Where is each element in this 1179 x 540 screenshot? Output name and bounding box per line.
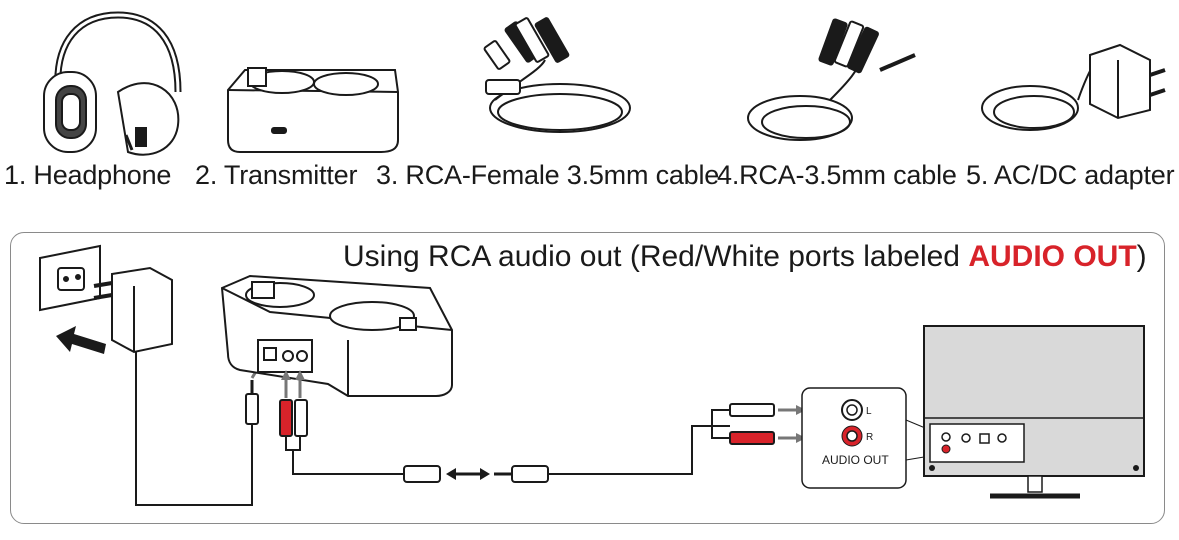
port-right-label: R [866, 432, 873, 443]
tv-illustration [923, 325, 1145, 499]
panel-title-prefix: Using RCA audio out (Red/White ports lab… [343, 240, 969, 273]
panel-title: Using RCA audio out (Red/White ports lab… [343, 240, 1147, 274]
port-left-label: L [866, 406, 872, 417]
caption-ac-dc-adapter: 5. AC/DC adapter [966, 160, 1175, 190]
panel-title-suffix: ) [1136, 240, 1147, 273]
headphone-illustration [43, 11, 182, 156]
panel-title-highlight: AUDIO OUT [968, 240, 1137, 273]
adapter-plugged-illustration [93, 266, 173, 354]
transmitter-illustration [227, 67, 399, 153]
female-35mm-connector-icon [403, 465, 441, 483]
tv-rca-plug-white-icon [729, 403, 775, 417]
rca-female-cable-illustration [483, 17, 631, 133]
transmitter-rear-illustration [220, 274, 453, 397]
connection-panel [10, 232, 1165, 524]
caption-rca-35mm-cable: 4.RCA-3.5mm cable [717, 160, 957, 190]
port-panel-label: AUDIO OUT [822, 453, 889, 467]
rca-cable-line [292, 450, 404, 475]
plug-in-arrow-icon [56, 326, 106, 354]
caption-transmitter: 2. Transmitter [195, 160, 358, 190]
caption-headphone: 1. Headphone [4, 160, 172, 190]
component-captions: 1. Headphone 2. Transmitter 3. RCA-Femal… [0, 160, 1179, 200]
tv-rca-plug-red-icon [729, 431, 775, 445]
power-cable-line [135, 352, 253, 506]
rca-35mm-cable-illustration [747, 18, 916, 141]
caption-rca-female-cable: 3. RCA-Female 3.5mm cable [376, 160, 720, 190]
ac-dc-adapter-illustration [981, 43, 1166, 131]
